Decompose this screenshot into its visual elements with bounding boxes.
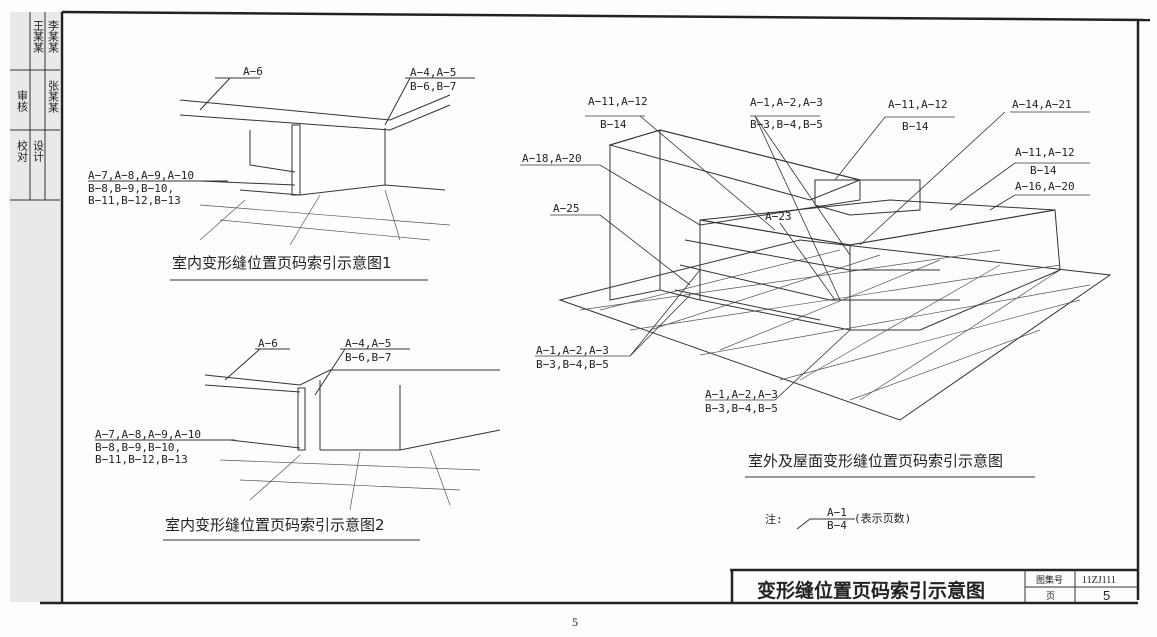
page-number: 5 bbox=[1103, 588, 1110, 603]
ref-label: A−1,A−2,A−3 bbox=[750, 96, 823, 109]
note-prefix: 注: bbox=[765, 512, 783, 526]
signature: 张某某 bbox=[47, 80, 60, 114]
strip-label: 校对 bbox=[16, 139, 29, 162]
ref-label: B−11,B−12,B−13 bbox=[95, 453, 188, 466]
ref-label: B−14 bbox=[902, 120, 929, 133]
ref-label: B−6,B−7 bbox=[410, 80, 456, 93]
atlas-label: 图集号 bbox=[1036, 574, 1063, 585]
ref-label: A−6 bbox=[243, 65, 263, 78]
side-strip bbox=[10, 12, 60, 602]
figure-caption: 室内变形缝位置页码索引示意图2 bbox=[165, 516, 385, 534]
note-top: A−1 bbox=[827, 506, 847, 519]
figure-caption: 室内变形缝位置页码索引示意图1 bbox=[172, 254, 392, 272]
ref-label: B−3,B−4,B−5 bbox=[536, 358, 609, 371]
footer-page-number: 5 bbox=[572, 615, 578, 629]
note: 注: A−1 B−4 (表示页数) bbox=[765, 506, 911, 532]
ref-label: A−11,A−12 bbox=[888, 98, 948, 111]
ref-label: B−8,B−9,B−10, bbox=[88, 182, 174, 195]
ref-label: B−6,B−7 bbox=[345, 351, 391, 364]
ref-label: A−4,A−5 bbox=[410, 66, 456, 79]
ref-label: A−1,A−2,A−3 bbox=[705, 388, 778, 401]
ref-label: A−7,A−8,A−9,A−10 bbox=[88, 169, 194, 182]
page-label: 页 bbox=[1046, 591, 1055, 601]
ref-label: A−11,A−12 bbox=[1015, 146, 1075, 159]
ref-label: B−14 bbox=[1030, 164, 1057, 177]
sheet-title: 变形缝位置页码索引示意图 bbox=[757, 579, 985, 602]
ref-label: A−18,A−20 bbox=[522, 152, 582, 165]
ref-label: B−3,B−4,B−5 bbox=[705, 402, 778, 415]
ref-label: A−4,A−5 bbox=[345, 337, 391, 350]
ref-label: A−25 bbox=[553, 202, 580, 215]
strip-label: 设计 bbox=[32, 140, 45, 163]
ref-label: B−11,B−12,B−13 bbox=[88, 194, 181, 207]
ref-label: A−6 bbox=[258, 337, 278, 350]
ref-label: A−14,A−21 bbox=[1012, 98, 1072, 111]
ref-label: A−23 bbox=[765, 210, 792, 223]
ref-label: A−11,A−12 bbox=[588, 95, 648, 108]
title-block: 变形缝位置页码索引示意图 图集号 11ZJ111 页 5 bbox=[730, 568, 1138, 603]
note-suffix: (表示页数) bbox=[854, 511, 911, 525]
atlas-number: 11ZJ111 bbox=[1082, 575, 1116, 586]
ref-label: A−7,A−8,A−9,A−10 bbox=[95, 428, 201, 441]
figure-1: A−6 A−4,A−5 B−6,B−7 A−7,A−8,A−9,A−10 B−8… bbox=[88, 65, 475, 281]
ref-label: A−16,A−20 bbox=[1015, 180, 1075, 193]
note-bottom: B−4 bbox=[827, 519, 847, 532]
ref-label: B−8,B−9,B−10, bbox=[95, 441, 181, 454]
signature: 李某某 bbox=[47, 19, 60, 54]
figure-3: A−11,A−12 B−14 A−1,A−2,A−3 B−3,B−4,B−5 A… bbox=[520, 95, 1112, 478]
signature: 王某某 bbox=[32, 20, 45, 54]
ref-label: B−14 bbox=[600, 118, 627, 131]
figure-caption: 室外及屋面变形缝位置页码索引示意图 bbox=[748, 452, 1003, 470]
ref-label: B−3,B−4,B−5 bbox=[750, 118, 823, 131]
ref-label: A−1,A−2,A−3 bbox=[536, 344, 609, 357]
strip-label: 审核 bbox=[16, 89, 29, 113]
figure-2: A−6 A−4,A−5 B−6,B−7 A−7,A−8,A−9,A−10 B−8… bbox=[95, 337, 501, 541]
